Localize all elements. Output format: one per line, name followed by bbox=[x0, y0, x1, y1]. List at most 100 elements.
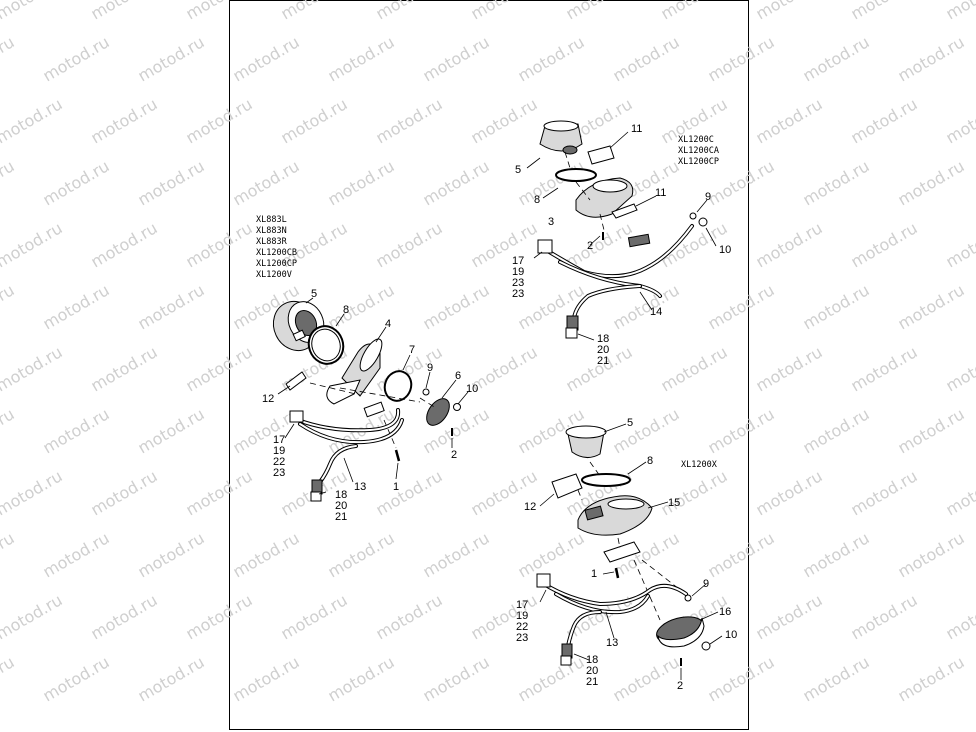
watermark-text: motod.ru bbox=[753, 218, 826, 271]
watermark-text: motod.ru bbox=[135, 652, 208, 705]
watermark-text: motod.ru bbox=[325, 32, 398, 85]
watermark-text: motod.ru bbox=[943, 590, 976, 643]
callout: 9 bbox=[705, 191, 711, 203]
callout: 3 bbox=[548, 216, 554, 228]
screw-1 bbox=[394, 449, 401, 462]
callout: 23 bbox=[273, 467, 285, 479]
watermark-text: motod.ru bbox=[610, 652, 683, 705]
watermark-text: motod.ru bbox=[278, 0, 351, 23]
callout: 5 bbox=[627, 417, 633, 429]
screw-1 bbox=[614, 567, 620, 579]
callout: 10 bbox=[719, 244, 731, 256]
connector bbox=[560, 655, 572, 666]
callout: 4 bbox=[385, 318, 391, 330]
callout: 2 bbox=[587, 240, 593, 252]
callout: 17 bbox=[512, 255, 524, 267]
watermark-text: motod.ru bbox=[325, 652, 398, 705]
watermark-text: motod.ru bbox=[895, 528, 968, 581]
callout: 2 bbox=[451, 449, 457, 461]
watermark-text: motod.ru bbox=[563, 218, 636, 271]
watermark-text: motod.ru bbox=[183, 342, 256, 395]
watermark-text: motod.ru bbox=[373, 590, 446, 643]
watermark-text: motod.ru bbox=[88, 466, 161, 519]
callout: 8 bbox=[343, 304, 349, 316]
bracket bbox=[627, 233, 651, 248]
nut bbox=[698, 217, 708, 227]
watermark-text: motod.ru bbox=[943, 342, 976, 395]
callout: 22 bbox=[273, 456, 285, 468]
watermark-text: motod.ru bbox=[88, 590, 161, 643]
o-ring-inner bbox=[311, 328, 341, 362]
watermark-text: motod.ru bbox=[88, 94, 161, 147]
watermark-text: motod.ru bbox=[800, 404, 873, 457]
connector bbox=[565, 327, 578, 339]
watermark-text: motod.ru bbox=[943, 218, 976, 271]
watermark-text: motod.ru bbox=[705, 528, 778, 581]
watermark-text: motod.ru bbox=[468, 590, 541, 643]
model-label: XL1200X bbox=[681, 460, 718, 470]
watermark-text: motod.ru bbox=[135, 404, 208, 457]
watermark-text: motod.ru bbox=[420, 652, 493, 705]
wiring-harness bbox=[536, 573, 688, 666]
watermark-text: motod.ru bbox=[278, 94, 351, 147]
watermark-text: motod.ru bbox=[325, 528, 398, 581]
callout: 5 bbox=[515, 164, 521, 176]
watermark-text: motod.ru bbox=[135, 528, 208, 581]
indicator-clip bbox=[285, 371, 307, 391]
watermark-text: motod.ru bbox=[658, 342, 731, 395]
model-label: XL1200C bbox=[678, 135, 714, 145]
indicator-clip bbox=[587, 145, 615, 165]
callout: 10 bbox=[466, 383, 478, 395]
watermark-text: motod.ru bbox=[135, 32, 208, 85]
watermark-text: motod.ru bbox=[943, 94, 976, 147]
watermark-text: motod.ru bbox=[468, 342, 541, 395]
watermark-text: motod.ru bbox=[183, 218, 256, 271]
watermark-text: motod.ru bbox=[40, 404, 113, 457]
watermark-text: motod.ru bbox=[848, 0, 921, 23]
callout: 10 bbox=[725, 629, 737, 641]
left-assembly: XL883L XL883N XL883R XL1200CB XL1200CP X… bbox=[256, 215, 478, 523]
nut bbox=[701, 641, 711, 651]
screw bbox=[689, 212, 697, 220]
model-label: XL883L bbox=[256, 215, 287, 225]
mounting-cup bbox=[575, 177, 634, 218]
watermark-text: motod.ru bbox=[230, 32, 303, 85]
watermark-text: motod.ru bbox=[705, 652, 778, 705]
screw bbox=[684, 594, 692, 602]
callout: 7 bbox=[409, 344, 415, 356]
watermark-text: motod.ru bbox=[420, 280, 493, 333]
model-label: XL883R bbox=[256, 237, 288, 247]
callout: 23 bbox=[516, 632, 528, 644]
watermark-text: motod.ru bbox=[420, 528, 493, 581]
watermark-text: motod.ru bbox=[705, 280, 778, 333]
callout: 8 bbox=[534, 194, 540, 206]
diagram-frame bbox=[229, 0, 749, 730]
wiring-harness bbox=[537, 224, 694, 339]
callout: 20 bbox=[597, 344, 609, 356]
watermark-text: motod.ru bbox=[40, 528, 113, 581]
watermark-text: motod.ru bbox=[373, 94, 446, 147]
watermark-text: motod.ru bbox=[753, 342, 826, 395]
watermark-text: motod.ru bbox=[373, 0, 446, 23]
callout: 16 bbox=[719, 606, 731, 618]
watermark-text: motod.ru bbox=[230, 156, 303, 209]
callout: 20 bbox=[335, 500, 347, 512]
callout: 15 bbox=[668, 497, 680, 509]
model-label: XL1200CB bbox=[256, 248, 297, 258]
model-label: XL1200CP bbox=[256, 259, 297, 269]
watermark-text: motod.ru bbox=[40, 156, 113, 209]
watermark-text: motod.ru bbox=[705, 404, 778, 457]
watermark-text: motod.ru bbox=[610, 32, 683, 85]
watermark-text: motod.ru bbox=[800, 280, 873, 333]
retaining-ring bbox=[383, 370, 413, 402]
watermark-text: motod.ru bbox=[0, 94, 66, 147]
watermark-text: motod.ru bbox=[0, 342, 66, 395]
watermark-text: motod.ru bbox=[0, 0, 66, 23]
watermark-text: motod.ru bbox=[658, 0, 731, 23]
top-right-assembly: XL1200C XL1200CA XL1200CP bbox=[512, 120, 731, 367]
callout: 20 bbox=[586, 665, 598, 677]
watermark-text: motod.ru bbox=[0, 466, 66, 519]
callout: 23 bbox=[512, 288, 524, 300]
watermark-text: motod.ru bbox=[658, 466, 731, 519]
